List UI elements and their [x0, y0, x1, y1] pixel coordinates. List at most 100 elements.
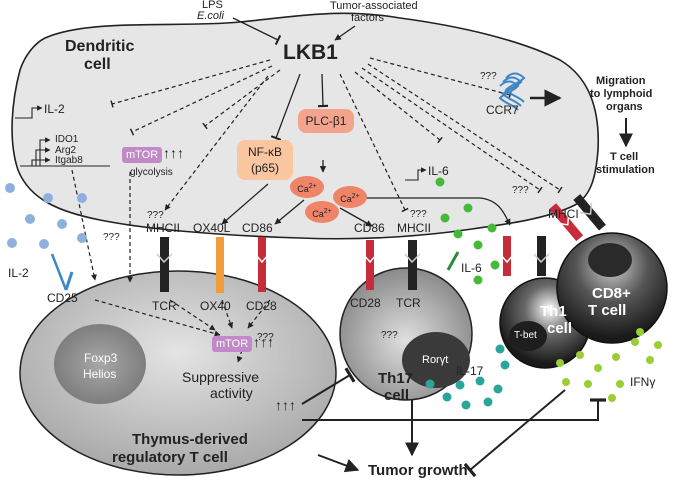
nfkb-label-1: NF-κB: [248, 145, 282, 159]
th17-title-2: cell: [384, 387, 410, 404]
tbet-label: T-bet: [514, 330, 537, 341]
lkb1-to-nfkb: [270, 73, 301, 141]
ca-to-th1: [365, 197, 511, 226]
ca-ion-2: Ca2+: [333, 186, 367, 208]
lkb1-to-ccr7: [369, 57, 512, 99]
tumor-factors-arrow: [334, 25, 356, 41]
mtor-dc-arrows: ↑↑↑: [163, 145, 184, 161]
ca-ion-1: Ca2+: [290, 176, 324, 198]
ifng-inhibits-tumor: [463, 389, 566, 478]
il2-gene-label: IL-2: [44, 102, 65, 116]
lkb1-to-plc: [317, 73, 329, 108]
suppressive-1: Suppressive: [182, 369, 260, 385]
tcr-treg-label: TCR: [152, 299, 177, 313]
roryt-label: Rorγt: [422, 354, 449, 366]
helios-label: Helios: [83, 367, 117, 381]
ox40-label: OX40: [200, 299, 231, 313]
t-cell-stim-1: T cell: [610, 151, 639, 163]
unknown-mhcii-a: ???: [147, 210, 164, 221]
cd25-to-mtor: [94, 299, 221, 337]
mhcii-tcr-th17: [404, 240, 421, 290]
tcr-to-mtor: [169, 299, 216, 331]
mtor-dc-box: mTOR: [122, 147, 163, 163]
il2-to-cd25-line: [50, 253, 68, 291]
nfkb-to-ox40l: [221, 183, 269, 225]
mhci-cd8: [549, 203, 584, 242]
mhci-label: MHCI: [548, 207, 579, 221]
lkb1-to-mhcii-a: [164, 75, 269, 211]
ccr7-receptor: [498, 72, 526, 111]
plc-box: PLC-β1: [298, 109, 354, 133]
foxp3-label: Foxp3: [84, 351, 118, 365]
lkb1-to-ido: [129, 65, 273, 136]
arg-promoter: [35, 147, 51, 166]
ca-to-cd86b: [339, 207, 373, 227]
mtor-to-suppressive: [236, 349, 243, 363]
ccr7-unknown: ???: [480, 71, 497, 82]
ox40l-label: OX40L: [193, 221, 231, 235]
itgab8-gene-label: Itgab8: [55, 155, 83, 166]
migration-1: Migration: [596, 75, 646, 87]
cd86-th1: [499, 236, 515, 276]
mhcii-b-label: MHCII: [397, 221, 431, 235]
il2-outside-label: IL-2: [8, 266, 29, 280]
lps-inhibit: [232, 17, 282, 46]
cd8-title-1: CD8+: [592, 285, 631, 302]
treg-to-tumor: [317, 454, 360, 473]
treg-title-1: Thymus-derived: [132, 431, 248, 448]
cd25-receptor: [64, 271, 74, 291]
unknown-th1: ???: [512, 185, 529, 196]
ifng-label: IFNγ: [630, 375, 656, 389]
ox40l-ox40: [216, 237, 224, 293]
th1-nucleus: [509, 321, 547, 351]
nfkb-box: NF-κB (p65): [237, 140, 293, 180]
lps-label: LPS: [202, 0, 223, 11]
ca-ion-2-label: Ca: [340, 194, 352, 204]
mhcii-a-label: MHCII: [146, 221, 180, 235]
il6-receptor: [446, 251, 460, 271]
tumor-growth-label: Tumor growth: [368, 462, 468, 479]
cd28-th17-label: CD28: [350, 296, 381, 310]
glycolysis-label: glycolysis: [130, 167, 173, 178]
th17-nucleus: [402, 332, 470, 388]
itg-promoter: [31, 157, 51, 166]
migration-2: to lymphoid: [590, 88, 653, 100]
lkb1-to-th1: [361, 67, 543, 194]
mtor-treg-box: mTOR: [212, 336, 253, 352]
unknown-cd28-mtor: ???: [257, 332, 274, 343]
treg-nucleus: [54, 324, 146, 404]
treg-inhibits-th17: [301, 367, 356, 405]
tcr-cd8: [573, 194, 606, 231]
th17-title-1: Th17: [378, 370, 414, 387]
ca-ion-3-charge: 2+: [323, 208, 332, 215]
treg-inhibits-ifng: [302, 398, 606, 421]
unknown-mhcii-b: ???: [410, 209, 427, 220]
tumor-factors-label-1: Tumor-associated: [330, 0, 418, 12]
il6-th17-label: IL-6: [461, 261, 482, 275]
il17-dots: [425, 344, 510, 410]
cd86-cd28-th17: [362, 240, 378, 290]
ifng-dots: [556, 328, 662, 402]
ca-ion-3: Ca2+: [305, 201, 339, 223]
ca-ion-1-label: Ca: [297, 184, 309, 194]
suppressive-2: activity: [210, 385, 253, 401]
dc-title-1: Dendritic: [65, 38, 135, 55]
il6-dots: [435, 177, 500, 285]
il2-to-treg: [71, 169, 97, 281]
lkb1-node: LKB1: [283, 41, 338, 64]
cd25-label: CD25: [47, 291, 78, 305]
il6-promoter: [405, 167, 427, 181]
th1-title-2: cell: [547, 320, 573, 337]
mtor-treg-label: mTOR: [216, 338, 249, 350]
ccr7-label: CCR7: [486, 103, 519, 117]
ca-to-cd86a: [274, 199, 305, 225]
ca-ion-1-charge: 2+: [308, 183, 317, 190]
plc-label: PLC-β1: [305, 114, 347, 128]
mhcii-tcr-treg: [156, 237, 173, 292]
dc-title-2: cell: [84, 56, 111, 73]
ido1-gene-label: IDO1: [55, 134, 79, 145]
ecoli-label: E.coli: [197, 10, 224, 22]
t-cell-stim-2: stimulation: [596, 164, 655, 176]
suppressive-arrows: ↑↑↑: [275, 397, 296, 413]
